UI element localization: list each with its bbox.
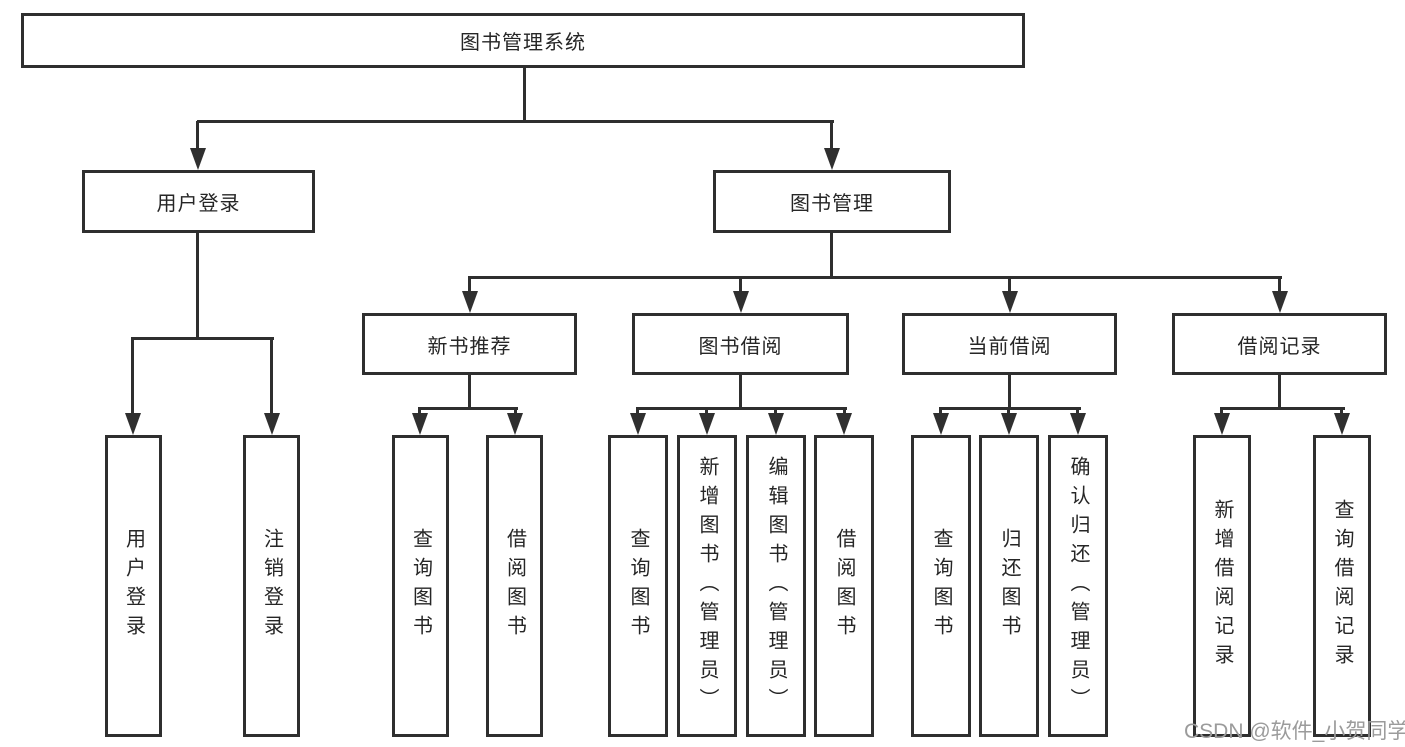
leaf-current-query: 查询图书: [911, 435, 971, 737]
node-borrow-records: 借阅记录: [1172, 313, 1387, 375]
leaf-user-login-label: 用户登录: [122, 528, 145, 644]
edge-current-stem: [1008, 373, 1011, 410]
edge-root-drop-left: [196, 121, 199, 150]
node-current-borrow: 当前借阅: [902, 313, 1117, 375]
leaf-records-add: 新增借阅记录: [1193, 435, 1251, 737]
arrow-to-current-borrow: [1002, 291, 1018, 313]
arrow-to-leaf-logout: [264, 413, 280, 435]
leaf-borrow-query: 查询图书: [608, 435, 668, 737]
edge-bookmgmt-drop-4: [1278, 278, 1281, 293]
arrow-to-book-borrow: [733, 291, 749, 313]
node-user-login: 用户登录: [82, 170, 315, 233]
leaf-current-return-label: 归还图书: [998, 528, 1020, 644]
leaf-current-return: 归还图书: [979, 435, 1039, 737]
edge-bookborrow-stub-4: [843, 409, 846, 415]
leaf-newbooks-borrow: 借阅图书: [486, 435, 543, 737]
edge-bookmgmt-drop-2: [739, 278, 742, 293]
leaf-newbooks-query-label: 查询图书: [409, 528, 432, 644]
node-new-books: 新书推荐: [362, 313, 577, 375]
edge-userlogin-bar: [131, 337, 274, 340]
edge-records-stub-2: [1340, 409, 1343, 415]
arrow-to-borrow-edit: [768, 413, 784, 435]
edge-bookborrow-stub-1: [636, 409, 639, 415]
edge-current-stub-3: [1076, 409, 1079, 415]
arrow-to-newbooks-query: [412, 413, 428, 435]
node-root-label: 图书管理系统: [460, 32, 586, 54]
node-book-mgmt: 图书管理: [713, 170, 951, 233]
csdn-watermark: CSDN @软件_小贺同学: [1184, 720, 1405, 743]
edge-userlogin-drop-1: [131, 339, 134, 415]
arrow-to-current-query: [933, 413, 949, 435]
arrow-to-records-query: [1334, 413, 1350, 435]
node-root: 图书管理系统: [21, 13, 1025, 68]
node-book-mgmt-label: 图书管理: [790, 193, 874, 215]
edge-current-stub-2: [1007, 409, 1010, 415]
leaf-borrow-query-label: 查询图书: [627, 528, 649, 644]
arrow-to-leaf-user-login: [125, 413, 141, 435]
leaf-current-confirm: 确认归还（管理员）: [1048, 435, 1108, 737]
arrow-to-user-login: [190, 148, 206, 170]
edge-root-stem: [523, 66, 526, 123]
edge-root-bar: [197, 120, 834, 123]
edge-userlogin-drop-2: [270, 339, 273, 415]
edge-newbooks-bar: [418, 407, 518, 410]
leaf-borrow-edit: 编辑图书（管理员）: [746, 435, 806, 737]
edge-userlogin-stem: [196, 231, 199, 339]
edge-bookborrow-stub-3: [774, 409, 777, 415]
edge-bookmgmt-drop-3: [1008, 278, 1011, 293]
edge-bookmgmt-bar: [468, 276, 1282, 279]
leaf-current-query-label: 查询图书: [930, 528, 952, 644]
node-user-login-label: 用户登录: [156, 193, 241, 215]
edge-records-stub-1: [1220, 409, 1223, 415]
leaf-borrow-borrow: 借阅图书: [814, 435, 874, 737]
edge-root-drop-right: [830, 121, 833, 150]
edge-bookmgmt-stem: [830, 231, 833, 279]
leaf-logout-label: 注销登录: [260, 528, 283, 644]
edge-bookborrow-bar: [636, 407, 847, 410]
node-book-borrow: 图书借阅: [632, 313, 849, 375]
arrow-to-newbooks-borrow: [507, 413, 523, 435]
arrow-to-book-mgmt: [824, 148, 840, 170]
edge-newbooks-stem: [468, 373, 471, 410]
arrow-to-borrow-query: [630, 413, 646, 435]
node-current-borrow-label: 当前借阅: [967, 335, 1052, 358]
edge-bookmgmt-drop-1: [468, 278, 471, 293]
leaf-user-login: 用户登录: [105, 435, 162, 737]
node-new-books-label: 新书推荐: [427, 335, 512, 358]
edge-records-stem: [1278, 373, 1281, 410]
leaf-borrow-edit-label: 编辑图书（管理员）: [765, 455, 787, 717]
leaf-borrow-add-label: 新增图书（管理员）: [696, 455, 718, 717]
edge-newbooks-stub-1: [418, 409, 421, 415]
edge-current-stub-1: [939, 409, 942, 415]
edge-current-bar: [939, 407, 1081, 410]
arrow-to-current-confirm: [1070, 413, 1086, 435]
leaf-newbooks-borrow-label: 借阅图书: [503, 528, 526, 644]
leaf-newbooks-query: 查询图书: [392, 435, 449, 737]
leaf-records-query-label: 查询借阅记录: [1331, 499, 1353, 673]
leaf-current-confirm-label: 确认归还（管理员）: [1067, 455, 1089, 717]
arrow-to-borrow-add: [699, 413, 715, 435]
edge-bookborrow-stub-2: [705, 409, 708, 415]
arrow-to-current-return: [1001, 413, 1017, 435]
leaf-records-add-label: 新增借阅记录: [1211, 499, 1233, 673]
arrow-to-borrow-borrow: [836, 413, 852, 435]
arrow-to-records-add: [1214, 413, 1230, 435]
edge-newbooks-stub-2: [514, 409, 517, 415]
node-borrow-records-label: 借阅记录: [1237, 335, 1322, 358]
leaf-logout: 注销登录: [243, 435, 300, 737]
leaf-records-query: 查询借阅记录: [1313, 435, 1371, 737]
node-book-borrow-label: 图书借阅: [698, 335, 783, 358]
edge-bookborrow-stem: [739, 373, 742, 410]
leaf-borrow-borrow-label: 借阅图书: [833, 528, 855, 644]
arrow-to-borrow-records: [1272, 291, 1288, 313]
arrow-to-new-books: [462, 291, 478, 313]
edge-records-bar: [1220, 407, 1345, 410]
leaf-borrow-add: 新增图书（管理员）: [677, 435, 737, 737]
